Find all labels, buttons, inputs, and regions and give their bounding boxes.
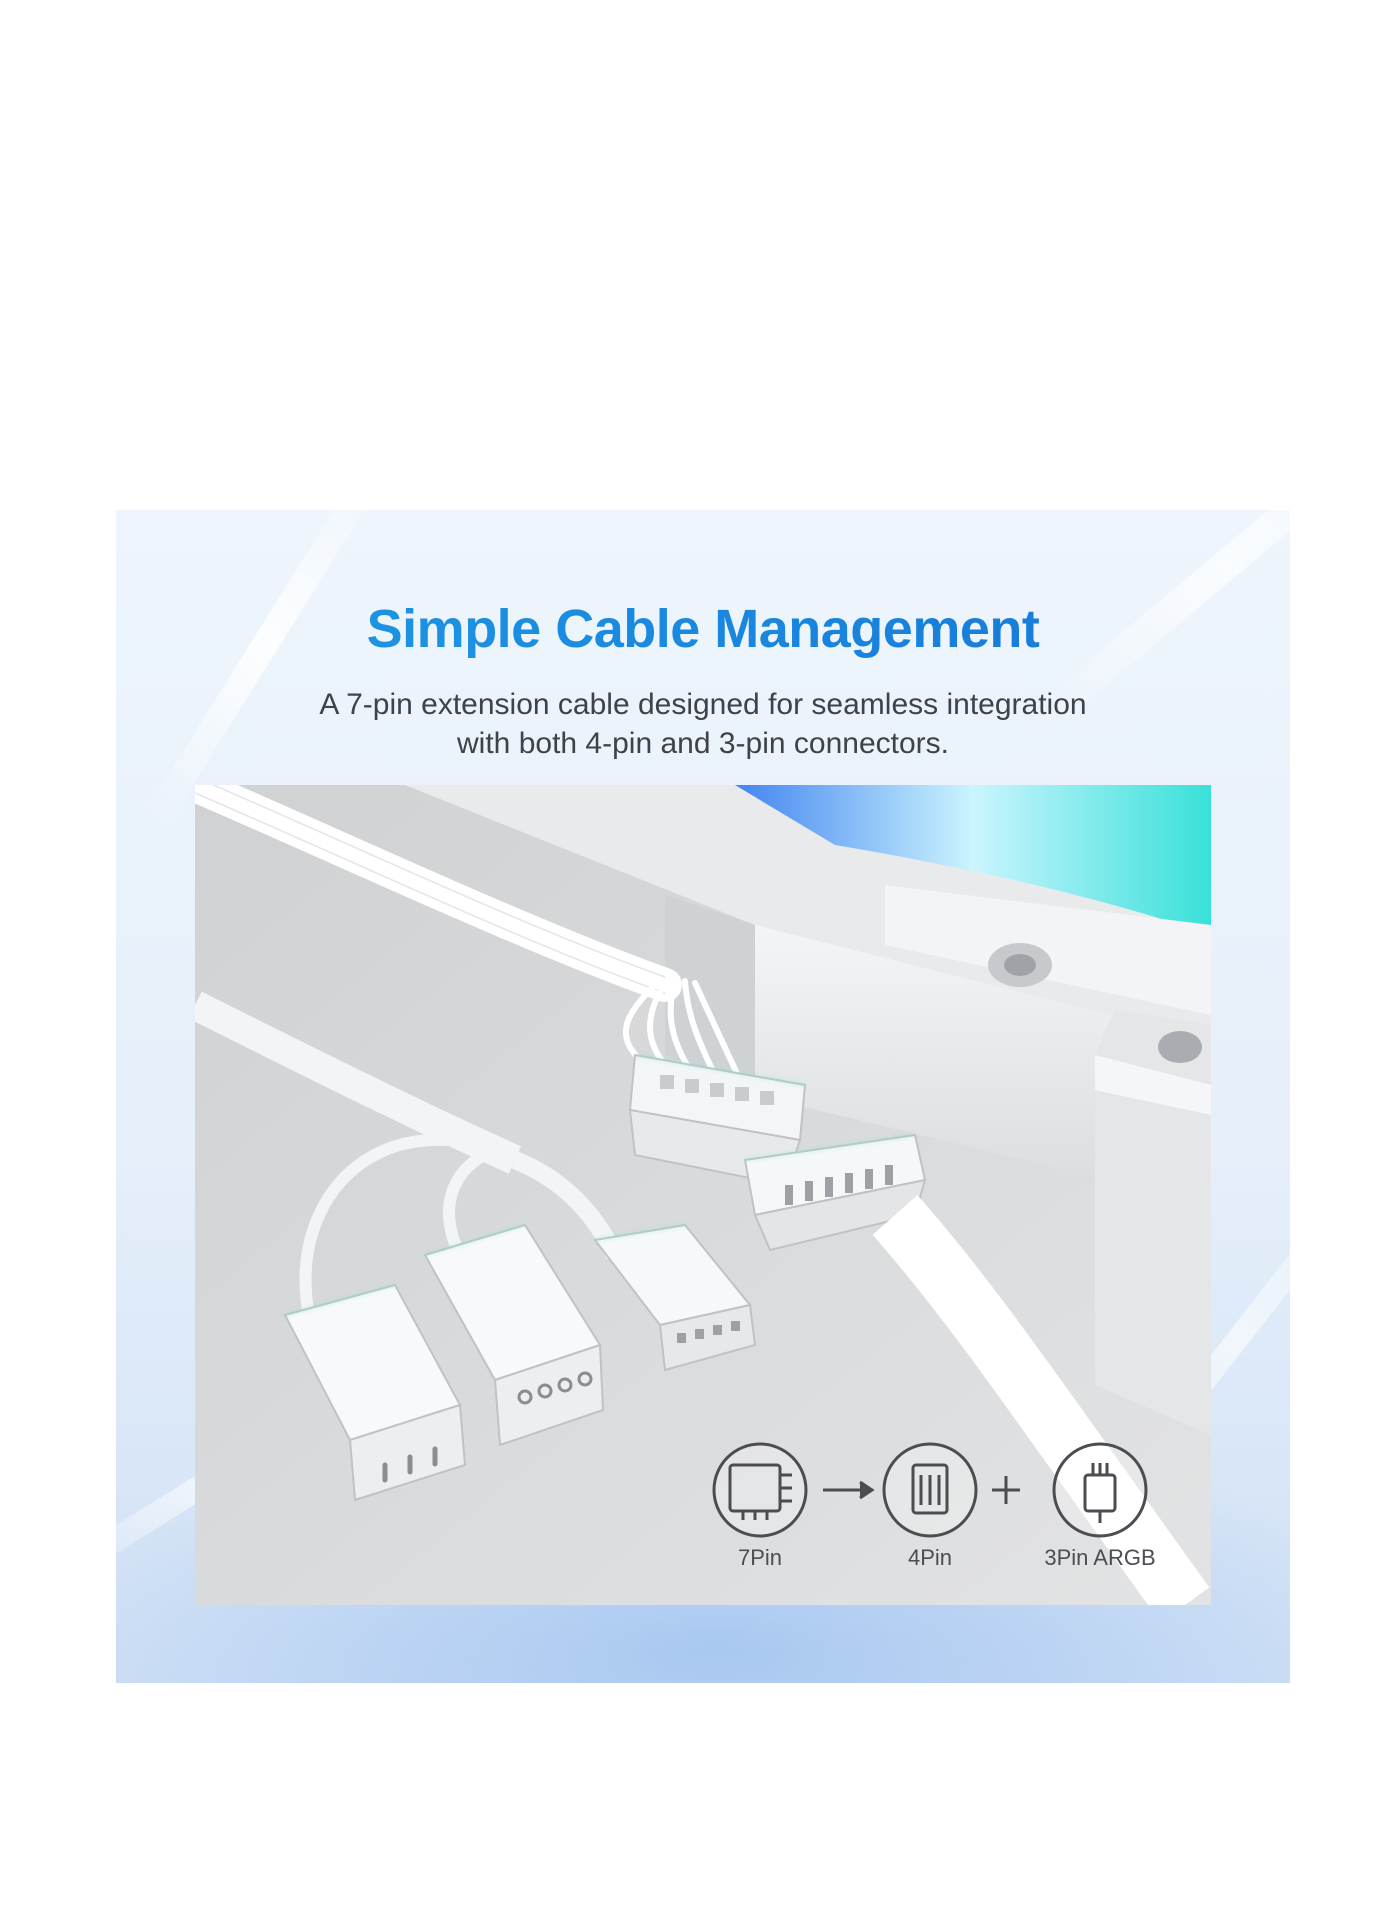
- argb-female-connector: [423, 1223, 605, 1447]
- legend-label-4pin: 4Pin: [907, 1545, 953, 1570]
- flat-cable-lower: [872, 1195, 1210, 1605]
- light-streak: [143, 510, 389, 828]
- 3pin-argb-connector-icon: [1052, 1442, 1148, 1538]
- fan-rgb-glow: [735, 785, 1211, 935]
- 7pin-connector-icon: [712, 1442, 808, 1538]
- 7pin-female-connector: [743, 1133, 927, 1252]
- flat-cable: [195, 785, 682, 1002]
- 4pin-connector-icon: [882, 1442, 978, 1538]
- connector-legend: [712, 1442, 1148, 1538]
- plus-icon: [992, 1476, 1020, 1504]
- legend-label-7pin: 7Pin: [737, 1545, 783, 1570]
- section-subtitle: A 7-pin extension cable designed for sea…: [116, 685, 1290, 763]
- arrow-icon: [823, 1480, 875, 1500]
- subtitle-line-1: A 7-pin extension cable designed for sea…: [319, 688, 1087, 721]
- legend-label-3pin-argb: 3Pin ARGB: [1044, 1545, 1156, 1570]
- cable-illustration: [195, 785, 1211, 1605]
- subtitle-line-2: with both 4-pin and 3-pin connectors.: [457, 727, 949, 760]
- product-photo: 7Pin 4Pin 3Pin ARGB: [195, 785, 1211, 1605]
- section-title: Simple Cable Management: [116, 598, 1290, 660]
- argb-male-connector: [283, 1283, 467, 1502]
- product-panel: Simple Cable Management A 7-pin extensio…: [116, 510, 1290, 1683]
